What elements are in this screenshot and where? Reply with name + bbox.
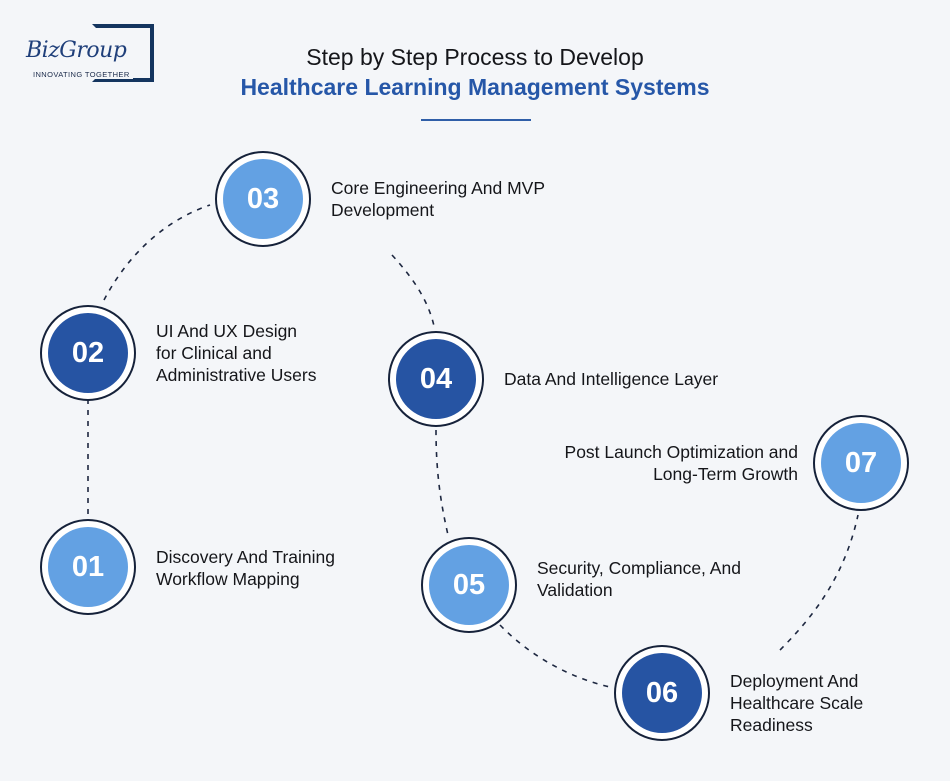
page-title-line2: Healthcare Learning Management Systems bbox=[240, 74, 710, 100]
step-07-label: Post Launch Optimization and Long-Term G… bbox=[480, 441, 798, 485]
step-03-label-line: Core Engineering And MVP bbox=[331, 178, 546, 198]
step-06-number: 06 bbox=[622, 653, 702, 733]
step-04-label: Data And Intelligence Layer bbox=[504, 368, 718, 390]
step-03-label-line: Development bbox=[331, 200, 435, 220]
step-07-node: 07 bbox=[813, 415, 909, 511]
logo-wordmark: BizGroup bbox=[24, 38, 129, 63]
step-06-label-line: Deployment And bbox=[730, 671, 859, 691]
connector-04-05 bbox=[435, 429, 449, 536]
logo: BizGroup INNOVATING TOGETHER bbox=[22, 24, 156, 82]
step-02-label-line: Administrative Users bbox=[156, 365, 317, 385]
step-02-number: 02 bbox=[48, 313, 128, 393]
step-03-label: Core Engineering And MVP Development bbox=[331, 177, 545, 221]
step-02-node: 02 bbox=[40, 305, 136, 401]
step-01-label: Discovery And Training Workflow Mapping bbox=[156, 546, 335, 590]
step-07-label-line: Long-Term Growth bbox=[653, 464, 798, 484]
step-05-node: 05 bbox=[421, 537, 517, 633]
step-04-label-line: Data And Intelligence Layer bbox=[504, 369, 719, 389]
step-01-node: 01 bbox=[40, 519, 136, 615]
step-07-number: 07 bbox=[821, 423, 901, 503]
step-03-number: 03 bbox=[223, 159, 303, 239]
step-05-label-line: Security, Compliance, And bbox=[537, 558, 741, 578]
step-01-number: 01 bbox=[48, 527, 128, 607]
step-07-label-line: Post Launch Optimization and bbox=[564, 442, 798, 462]
step-03-node: 03 bbox=[215, 151, 311, 247]
page-title-line1: Step by Step Process to Develop bbox=[306, 44, 644, 70]
connector-06-07 bbox=[779, 514, 859, 651]
step-06-label: Deployment And Healthcare Scale Readines… bbox=[730, 670, 863, 736]
step-01-label-line: Discovery And Training bbox=[156, 547, 335, 567]
step-06-label-line: Readiness bbox=[730, 715, 813, 735]
step-05-label-line: Validation bbox=[537, 580, 613, 600]
connector-05-06 bbox=[499, 624, 611, 688]
connector-03-04 bbox=[391, 254, 435, 327]
step-04-node: 04 bbox=[388, 331, 484, 427]
step-05-label: Security, Compliance, And Validation bbox=[537, 557, 741, 601]
logo-frame bbox=[92, 24, 154, 82]
step-01-label-line: Workflow Mapping bbox=[156, 569, 300, 589]
step-06-node: 06 bbox=[614, 645, 710, 741]
step-04-number: 04 bbox=[396, 339, 476, 419]
title-underline bbox=[421, 119, 531, 121]
step-02-label-line: for Clinical and bbox=[156, 343, 272, 363]
step-06-label-line: Healthcare Scale bbox=[730, 693, 864, 713]
step-02-label: UI And UX Design for Clinical and Admini… bbox=[156, 320, 316, 386]
step-02-label-line: UI And UX Design bbox=[156, 321, 298, 341]
step-05-number: 05 bbox=[429, 545, 509, 625]
connector-02-03 bbox=[103, 204, 211, 301]
logo-tagline: INNOVATING TOGETHER bbox=[30, 70, 133, 79]
